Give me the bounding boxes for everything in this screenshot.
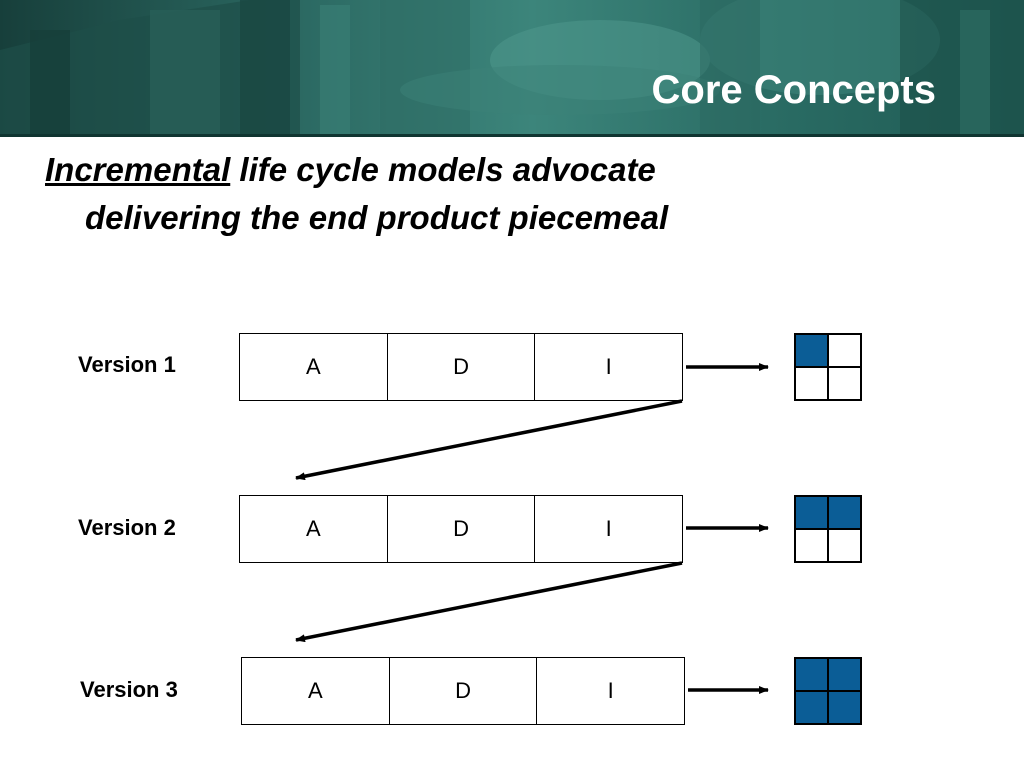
version-2-product-grid	[794, 495, 862, 563]
product-quadrant-empty	[828, 334, 861, 367]
version-3-label: Version 3	[80, 677, 178, 702]
version-1-product-grid	[794, 333, 862, 401]
next-version-arrow-1	[295, 399, 683, 481]
statement-line2: delivering the end product piecemeal	[85, 199, 669, 236]
phase-implementation: I	[607, 678, 614, 703]
product-quadrant-filled	[795, 658, 828, 691]
phase-design: D	[390, 658, 538, 724]
product-quadrant-filled	[795, 691, 828, 724]
header-divider	[0, 134, 1024, 137]
next-version-arrow-2	[295, 561, 683, 643]
highlighted-term: Incremental	[45, 151, 231, 188]
phase-implementation: I	[605, 354, 612, 379]
product-quadrant-filled	[795, 334, 828, 367]
phase-design: D	[388, 334, 536, 400]
version-1-phases: A D I	[239, 333, 683, 401]
version-3-phases: A D I	[241, 657, 685, 725]
version-2-phases: A D I	[239, 495, 683, 563]
product-quadrant-empty	[795, 367, 828, 400]
phase-analysis: A	[242, 658, 390, 724]
version-3-product-grid	[794, 657, 862, 725]
phase-analysis: A	[240, 496, 388, 562]
phase-analysis: A	[240, 334, 388, 400]
slide-title: Core Concepts	[651, 68, 937, 112]
product-quadrant-empty	[795, 529, 828, 562]
header-banner: Core Concepts	[0, 0, 1024, 137]
product-quadrant-empty	[828, 529, 861, 562]
statement-line1: life cycle models advocate	[230, 151, 656, 188]
product-quadrant-filled	[795, 496, 828, 529]
product-quadrant-filled	[828, 691, 861, 724]
city-background-image	[0, 0, 1024, 137]
version-1-label: Version 1	[78, 352, 176, 377]
phase-design: D	[388, 496, 536, 562]
product-quadrant-filled	[828, 496, 861, 529]
phase-implementation: I	[605, 516, 612, 541]
slide-statement: Incremental life cycle models advocate d…	[45, 146, 945, 242]
product-quadrant-empty	[828, 367, 861, 400]
version-2-label: Version 2	[78, 515, 176, 540]
product-quadrant-filled	[828, 658, 861, 691]
